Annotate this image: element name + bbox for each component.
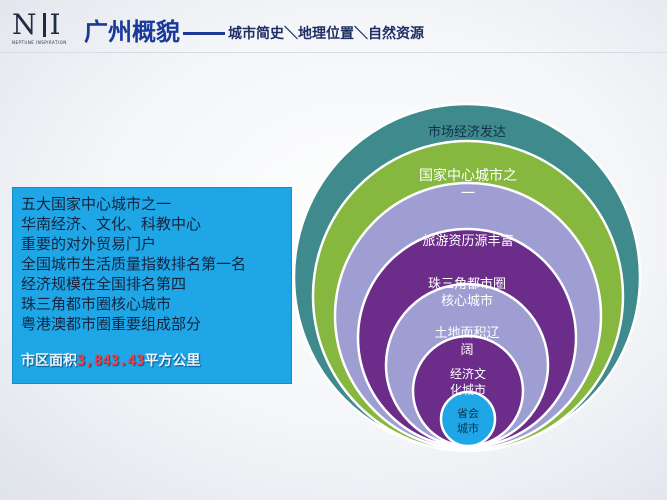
- ring-label-line: 省会: [457, 407, 479, 420]
- ring-label-line: 一: [461, 186, 475, 202]
- ring-label: 市场经济发达: [428, 124, 506, 141]
- area-value: 3,843.43: [77, 353, 145, 369]
- ring-label-line: 化城市: [449, 383, 487, 397]
- ring-label-line: 土地面积辽: [434, 326, 500, 341]
- page-title-row: 广州概貌 城市简史＼地理位置＼自然资源: [84, 16, 424, 46]
- info-line: 重要的对外贸易门户: [21, 235, 157, 253]
- title-separator: [183, 32, 225, 35]
- info-line: 华南经济、文化、科教中心: [21, 215, 202, 233]
- area-line: 市区面积3,843.43平方公里: [21, 350, 200, 370]
- ring-label-line: 阔: [460, 343, 474, 358]
- ring-label: 经济文化城市: [450, 366, 486, 398]
- ring-label-line: 旅游资历源丰富: [422, 234, 514, 249]
- info-line: 经济规模在全国排名第四: [21, 275, 187, 293]
- ring-label-line: 经济文: [449, 367, 487, 381]
- info-line: 全国城市生活质量指数排名第一名: [21, 255, 247, 273]
- area-suffix: 平方公里: [144, 353, 201, 369]
- ring-label-line: 国家中心城市之: [419, 168, 517, 184]
- ring-label: 省会城市: [457, 406, 479, 436]
- logo-bar: [42, 13, 46, 37]
- info-box: 五大国家中心城市之一 华南经济、文化、科教中心 重要的对外贸易门户 全国城市生活…: [12, 187, 292, 384]
- area-prefix: 市区面积: [21, 353, 77, 369]
- logo-tagline: NEPTUNE INSPIRATION: [12, 40, 67, 45]
- ring-label: 珠三角都市圈核心城市: [428, 276, 506, 310]
- ring-label-line: 珠三角都市圈: [427, 277, 507, 292]
- ring-circle: [439, 390, 497, 448]
- page-title: 广州概貌: [84, 17, 180, 46]
- ring-label-line: 市场经济发达: [427, 125, 507, 140]
- info-line: 五大国家中心城市之一: [21, 195, 172, 213]
- ring-label-line: 核心城市: [440, 294, 494, 309]
- ring-label: 土地面积辽阔: [434, 325, 499, 359]
- page-subtitle: 城市简史＼地理位置＼自然资源: [228, 26, 424, 42]
- info-line: 粤港澳都市圈重要组成部分: [21, 315, 202, 333]
- ring-label: 旅游资历源丰富: [422, 233, 513, 250]
- ring-label: 国家中心城市之一: [419, 167, 517, 203]
- header-divider: [0, 52, 667, 53]
- ring-label-line: 城市: [457, 422, 479, 435]
- info-line: 珠三角都市圈核心城市: [21, 295, 172, 313]
